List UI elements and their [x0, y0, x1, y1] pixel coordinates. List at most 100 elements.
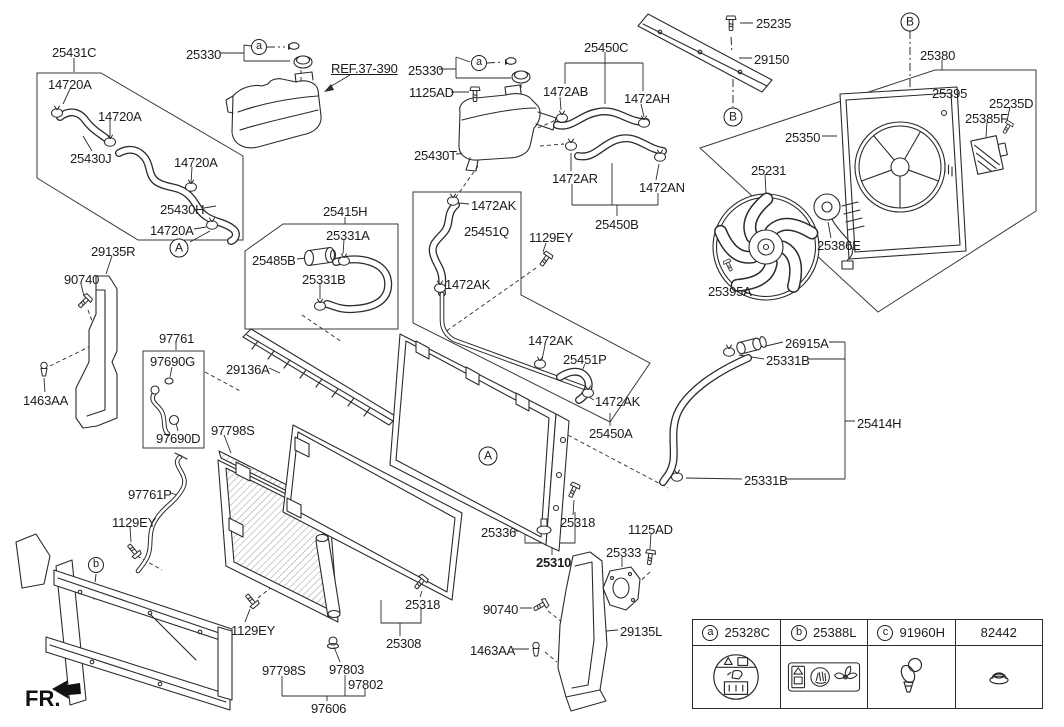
grommet-icon — [989, 672, 1009, 685]
part-label-97690g: 97690G — [150, 354, 196, 369]
group-boxes — [36, 69, 1037, 449]
radiator-25310 — [389, 333, 582, 552]
part-label-1472ah: 1472AH — [624, 91, 670, 106]
part-label-29150: 29150 — [754, 52, 790, 67]
part-label-25395a: 25395A — [708, 284, 752, 299]
part-label-1472ak: 1472AK — [528, 333, 574, 348]
part-label-25451p: 25451P — [563, 352, 607, 367]
part-label-1472ar: 1472AR — [552, 171, 598, 186]
bolt-1129ey-icon — [536, 250, 555, 269]
bolt-1129ey-icon — [124, 541, 143, 560]
fitting-26915a-icon — [736, 336, 767, 355]
retainer-clip-icon — [901, 657, 923, 693]
part-label-1129ey: 1129EY — [112, 515, 157, 530]
legend-letter-c: c — [877, 624, 894, 641]
part-label-25385f: 25385F — [965, 111, 1008, 126]
legend-letter-a: a — [702, 624, 719, 641]
view-marker-B: B — [723, 107, 743, 127]
part-label-25450b: 25450B — [595, 217, 639, 232]
part-label-25308: 25308 — [386, 636, 422, 651]
clip-1463aa-icon — [40, 361, 48, 377]
cooling-fan-25231 — [712, 192, 820, 301]
radiator-hose-25414h — [659, 336, 767, 486]
bracket-25333 — [602, 548, 657, 611]
part-label-25450c: 25450C — [584, 40, 629, 55]
fr-label: FR. — [25, 686, 61, 711]
part-label-25430h: 25430H — [160, 202, 205, 217]
group-box-25380 — [699, 69, 1037, 313]
group-box-97761 — [142, 350, 205, 449]
part-label-25414h: 25414H — [857, 416, 902, 431]
part-label-25451q: 25451Q — [464, 224, 510, 239]
degassing-pipes-25451 — [428, 193, 595, 404]
motor-connector-icon — [841, 260, 854, 270]
oring-97690g-icon — [164, 377, 174, 385]
view-marker-A: A — [478, 446, 498, 466]
sensor-97690d-icon — [168, 414, 180, 426]
legend-cell-82442: 82442 — [954, 620, 1042, 708]
view-marker-B: B — [900, 12, 920, 32]
part-label-14720a: 14720A — [48, 77, 92, 92]
reservoir-hoses-25450 — [553, 107, 667, 162]
reservoir-tank-ref — [225, 42, 322, 149]
legend-part-number: 82442 — [980, 625, 1017, 640]
seal-strip-29136a — [242, 328, 398, 426]
part-label-25235d: 25235D — [989, 96, 1034, 111]
condenser-97606 — [217, 450, 341, 650]
radiator-tank-icon — [545, 413, 570, 552]
legend-part-number: 91960H — [899, 625, 946, 640]
part-label-1472ak: 1472AK — [595, 394, 641, 409]
part-label-14720a: 14720A — [98, 109, 142, 124]
bolt-25235-icon — [725, 15, 737, 32]
radiator-panel-25308 — [242, 424, 463, 610]
ac-pipe-97761p — [124, 452, 188, 574]
part-label-25336: 25336 — [481, 525, 517, 540]
rivet-25395-icon — [940, 109, 948, 117]
part-label-25350: 25350 — [785, 130, 821, 145]
part-label-25431c: 25431C — [52, 45, 97, 60]
part-label-1129ey: 1129EY — [529, 230, 574, 245]
bolt-1129ey-icon — [242, 591, 261, 610]
part-label-25380: 25380 — [920, 48, 956, 63]
coolant-caution-label-icon — [713, 654, 760, 700]
fan-motor-25386e — [813, 193, 854, 270]
part-label-25235: 25235 — [756, 16, 792, 31]
fan-caution-label-icon — [787, 662, 860, 692]
legend-part-number: 25388L — [813, 625, 857, 640]
legend-cell-a: a 25328C — [693, 620, 780, 708]
part-label-25395: 25395 — [932, 86, 968, 101]
air-guard-29135r — [40, 275, 118, 429]
view-marker-a: a — [251, 39, 267, 55]
part-label-25231: 25231 — [751, 163, 787, 178]
part-label-25386e: 25386E — [817, 238, 861, 253]
part-label-25330: 25330 — [186, 47, 222, 62]
part-label-25331a: 25331A — [326, 228, 370, 243]
hose-clamp-icon — [50, 105, 64, 118]
part-label-25310: 25310 — [536, 555, 572, 570]
hose-kit-25415h — [303, 246, 393, 314]
part-label-14720a: 14720A — [174, 155, 218, 170]
part-label-1125ad: 1125AD — [628, 522, 673, 537]
bolt-1125ad-icon — [643, 548, 657, 566]
part-label-29135l: 29135L — [620, 624, 663, 639]
part-label-25331b: 25331B — [744, 473, 788, 488]
legend-cell-b: b 25388L — [779, 620, 867, 708]
air-guard-29135l — [531, 551, 608, 712]
part-label-97690d: 97690D — [156, 431, 201, 446]
bolt-90740-icon — [531, 597, 550, 615]
part-label-25331b: 25331B — [302, 272, 346, 287]
part-label-97761: 97761 — [159, 331, 195, 346]
dashdot-leaders — [93, 31, 911, 593]
part-label-1129ey: 1129EY — [231, 623, 276, 638]
part-label-1472ab: 1472AB — [543, 84, 589, 99]
part-label-1472an: 1472AN — [639, 180, 685, 195]
part-label-29135r: 29135R — [91, 244, 136, 259]
view-marker-a: a — [471, 55, 487, 71]
part-label-25331b: 25331B — [766, 353, 810, 368]
parts — [15, 13, 1015, 712]
view-marker-A: A — [169, 238, 189, 258]
part-label-25430t: 25430T — [414, 148, 457, 163]
part-label-90740: 90740 — [483, 602, 519, 617]
fan-shroud-25350 — [839, 86, 1015, 260]
